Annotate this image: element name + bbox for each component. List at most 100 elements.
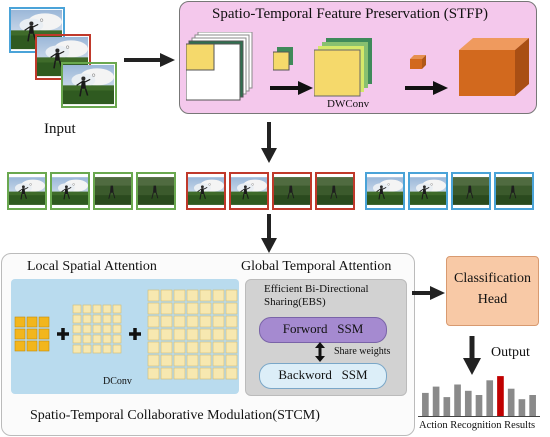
large-grid-cell	[225, 289, 238, 302]
output-bar-chart	[418, 376, 540, 417]
output-bar	[422, 392, 429, 416]
small-grid-cell	[38, 340, 50, 352]
output-label: Output	[491, 345, 530, 360]
large-grid-cell	[160, 341, 173, 354]
large-grid-cell	[199, 289, 212, 302]
arrow-stcm-to-head	[412, 286, 445, 300]
small-grid-cell	[26, 340, 38, 352]
share-weights-label: Share weights	[334, 346, 391, 357]
strip-red-1	[186, 172, 226, 210]
large-grid-cell	[173, 289, 186, 302]
strip-red-2	[229, 172, 269, 210]
strip-red-3	[272, 172, 312, 210]
arrow-head-to-output	[463, 336, 481, 375]
dilated-grid-cell	[72, 334, 82, 344]
large-grid-cell	[212, 354, 225, 367]
large-grid-cell	[225, 354, 238, 367]
share-weights-arrow-icon	[315, 342, 325, 362]
global-title: Global Temporal Attention	[241, 259, 392, 274]
ebs-title-line2: Sharing(EBS)	[264, 296, 326, 308]
dilated-grid-cell	[102, 334, 112, 344]
large-grid-cell	[225, 315, 238, 328]
dilated-grid-cell	[82, 314, 92, 324]
local-title: Local Spatial Attention	[27, 259, 157, 274]
large-grid-cell	[160, 354, 173, 367]
dilated-grid-cell	[72, 314, 82, 324]
large-grid-cell	[147, 367, 160, 380]
forward-ssm-label: Forword SSM	[282, 321, 364, 336]
large-grid-cell	[147, 289, 160, 302]
large-grid-cell	[199, 354, 212, 367]
dilated-grid-cell	[112, 334, 122, 344]
plus-icon	[57, 328, 69, 340]
large-grid-cell	[212, 315, 225, 328]
output-bar-highlighted	[497, 376, 504, 416]
dilated-grid-cell	[92, 324, 102, 334]
strip-green-4	[136, 172, 176, 210]
output-bar	[454, 384, 461, 416]
large-grid-cell	[173, 367, 186, 380]
large-grid-cell	[147, 354, 160, 367]
arrow-stfp-to-frames	[261, 122, 277, 163]
large-grid-cell	[212, 328, 225, 341]
large-grid-cell	[173, 354, 186, 367]
large-grid-cell	[225, 341, 238, 354]
large-grid-cell	[147, 315, 160, 328]
dilated-grid-cell	[82, 344, 92, 354]
dilated-grid-cell	[102, 304, 112, 314]
large-grid-cell	[199, 341, 212, 354]
classification-head	[446, 256, 539, 326]
small-grid-cell	[14, 316, 26, 328]
forward-ssm-pill	[259, 317, 387, 343]
small-grid-cell	[14, 340, 26, 352]
dilated-grid-cell	[72, 304, 82, 314]
stfp-tiny-cube	[410, 55, 426, 69]
dilated-grid-cell	[82, 304, 92, 314]
large-grid-cell	[186, 315, 199, 328]
local-attention-grids	[14, 289, 238, 380]
large-grid-cell	[186, 354, 199, 367]
output-bar	[529, 395, 536, 416]
stfp-feature-stack	[186, 32, 253, 101]
large-grid-cell	[147, 328, 160, 341]
large-grid-cell	[173, 341, 186, 354]
large-grid-cell	[186, 341, 199, 354]
head-line1: Classification	[454, 271, 531, 286]
large-grid-cell	[147, 341, 160, 354]
backward-ssm-label: Backword SSM	[278, 367, 368, 382]
strip-green-1	[7, 172, 47, 210]
dilated-grid-cell	[72, 344, 82, 354]
large-grid-cell	[147, 302, 160, 315]
arrow-frames-to-stcm	[261, 214, 277, 253]
strip-blue-1	[365, 172, 405, 210]
stfp-big-cube	[459, 38, 529, 96]
large-grid-cell	[186, 367, 199, 380]
input-label: Input	[44, 121, 76, 137]
dilated-grid-cell	[112, 324, 122, 334]
backward-ssm-pill	[259, 363, 387, 389]
dilated-grid-cell	[102, 324, 112, 334]
large-grid-cell	[173, 315, 186, 328]
large-grid-cell	[173, 302, 186, 315]
dilated-grid-cell	[112, 314, 122, 324]
dilated-grid-cell	[102, 344, 112, 354]
action-recognition-label: Action Recognition Results	[419, 420, 536, 431]
large-grid-cell	[160, 289, 173, 302]
strip-green-3	[93, 172, 133, 210]
dilated-grid-cell	[82, 334, 92, 344]
stfp-arrow-1	[270, 81, 313, 95]
dconv-label: DConv	[103, 376, 132, 387]
dilated-grid-cell	[92, 304, 102, 314]
output-bar	[464, 390, 472, 416]
large-grid-cell	[225, 367, 238, 380]
small-grid-cell	[38, 328, 50, 340]
ebs-title-line1: Efficient Bi-Directional	[264, 283, 369, 295]
large-grid-cell	[212, 302, 225, 315]
large-grid-cell	[212, 341, 225, 354]
strip-red-4	[315, 172, 355, 210]
dilated-grid-cell	[112, 344, 122, 354]
dilated-grid-cell	[92, 314, 102, 324]
large-grid-cell	[199, 367, 212, 380]
stfp-dwconv-label: DWConv	[327, 98, 370, 110]
dilated-grid-cell	[112, 304, 122, 314]
